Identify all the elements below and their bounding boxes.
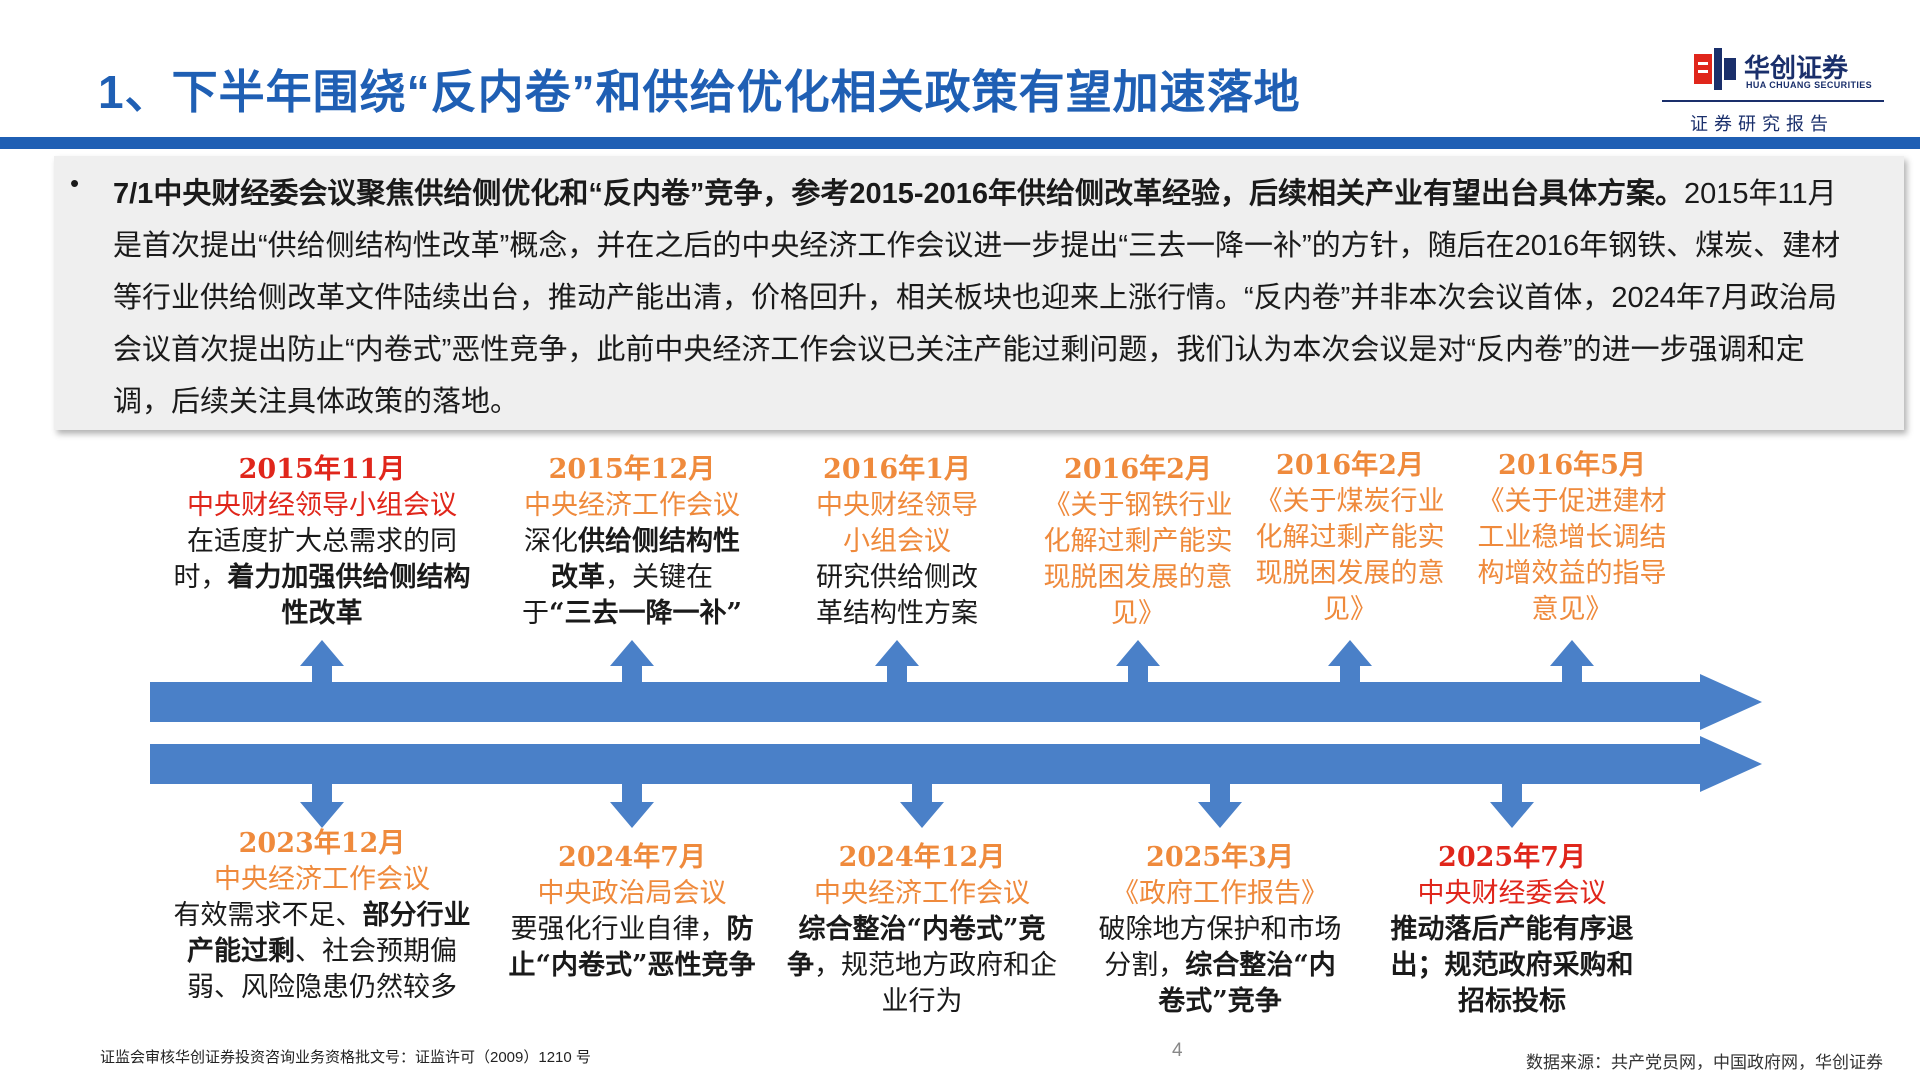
- event-description: 要强化行业自律，防止“内卷式”恶性竞争: [507, 912, 757, 984]
- up-connector-arrow-2: [610, 640, 654, 684]
- event-description-segment: ，关键在于: [521, 562, 713, 629]
- event-description-segment: 有效需求不足、: [173, 900, 363, 931]
- summary-box: [54, 156, 1904, 430]
- event-description: 综合整治“内卷式”竞争，规范地方政府和企业行为: [778, 912, 1066, 1020]
- summary-body: 2015年11月是首次提出“供给侧结构性改革”概念，并在之后的中央经济工作会议进…: [113, 178, 1841, 418]
- lower-event-5: 2025年7月中央财经委会议推动落后产能有序退出；规范政府采购和招标投标: [1387, 840, 1637, 1020]
- down-connector-arrow-3: [900, 782, 944, 828]
- event-title: 《政府工作报告》: [1112, 878, 1328, 909]
- timeline-lower-arrow: [150, 736, 1762, 792]
- event-description-segment: 研究供给侧改革结构性方案: [816, 562, 978, 629]
- upper-event-2: 2015年12月中央经济工作会议深化供给侧结构性改革，关键在于“三去一降一补”: [518, 452, 746, 632]
- event-title: 《关于煤炭行业化解过剩产能实现脱困发展的意见》: [1255, 486, 1445, 625]
- lower-event-2: 2024年7月中央政治局会议要强化行业自律，防止“内卷式”恶性竞争: [507, 840, 757, 984]
- event-description-segment: 破除地方保护和市场分割，: [1098, 914, 1342, 981]
- event-description: 推动落后产能有序退出；规范政府采购和招标投标: [1387, 912, 1637, 1020]
- event-date: 2025年3月: [1146, 842, 1294, 873]
- event-date: 2016年2月: [1276, 450, 1424, 481]
- event-title: 中央财经领导小组会议: [187, 490, 457, 521]
- summary-text: 7/1中央财经委会议聚焦供给侧优化和“反内卷”竞争，参考2015-2016年供给…: [113, 168, 1858, 428]
- event-description: 有效需求不足、部分行业产能过剩、社会预期偏弱、风险隐患仍然较多: [172, 898, 472, 1006]
- summary-lead: 7/1中央财经委会议聚焦供给侧优化和“反内卷”竞争，参考2015-2016年供给…: [113, 178, 1685, 210]
- license-note: 证监会审核华创证券投资咨询业务资格批文号：证监许可（2009）1210 号: [100, 1049, 591, 1066]
- up-connector-arrow-4: [1116, 640, 1160, 684]
- company-logo-icon: [1694, 48, 1736, 90]
- event-description-segment: 综合整治“内卷式”竞争: [787, 914, 1046, 981]
- upper-event-1: 2015年11月中央财经领导小组会议在适度扩大总需求的同时，着力加强供给侧结构性…: [172, 452, 472, 632]
- event-description-segment: “三去一降一补”: [548, 598, 743, 629]
- lower-event-1: 2023年12月中央经济工作会议有效需求不足、部分行业产能过剩、社会预期偏弱、风…: [172, 826, 472, 1006]
- event-description: 研究供给侧改革结构性方案: [803, 560, 991, 632]
- event-description-segment: ，规范地方政府和企业行为: [814, 950, 1057, 1017]
- event-title: 中央经济工作会议: [814, 878, 1030, 909]
- event-description-segment: 防止“内卷式”恶性竞争: [508, 914, 756, 981]
- upper-event-5: 2016年2月《关于煤炭行业化解过剩产能实现脱困发展的意见》: [1252, 448, 1448, 628]
- event-date: 2015年11月: [238, 454, 406, 485]
- event-title: 中央财经领导小组会议: [816, 490, 978, 557]
- event-description-segment: 在适度扩大总需求的同时，: [173, 526, 458, 593]
- event-title: 中央经济工作会议: [214, 864, 430, 895]
- lower-event-4: 2025年3月《政府工作报告》破除地方保护和市场分割，综合整治“内卷式”竞争: [1095, 840, 1345, 1020]
- event-title: 中央财经委会议: [1417, 878, 1607, 909]
- timeline-upper-arrow: [150, 674, 1762, 730]
- event-description-segment: 着力加强供给侧结构性改革: [227, 562, 471, 629]
- page-title: 1、下半年围绕“反内卷”和供给优化相关政策有望加速落地: [98, 66, 1301, 118]
- event-description-segment: 、社会预期偏弱、风险隐患仍然较多: [187, 936, 457, 1003]
- logo-divider: [1662, 100, 1884, 102]
- event-description-segment: 深化: [524, 526, 578, 557]
- event-title: 中央经济工作会议: [524, 490, 740, 521]
- up-connector-arrow-3: [875, 640, 919, 684]
- upper-event-3: 2016年1月中央财经领导小组会议研究供给侧改革结构性方案: [803, 452, 991, 632]
- up-connector-arrow-5: [1328, 640, 1372, 684]
- upper-event-6: 2016年5月《关于促进建材工业稳增长调结构增效益的指导意见》: [1474, 448, 1670, 628]
- event-date: 2016年2月: [1064, 454, 1212, 485]
- event-title: 《关于促进建材工业稳增长调结构增效益的指导意见》: [1477, 486, 1667, 625]
- report-type-label: 证券研究报告: [1690, 114, 1834, 135]
- event-description-segment: 要强化行业自律，: [510, 914, 727, 945]
- down-connector-arrow-5: [1490, 782, 1534, 828]
- event-description-segment: 推动落后产能有序退出；规范政府采购和招标投标: [1390, 914, 1634, 1017]
- event-date: 2024年12月: [838, 842, 1006, 873]
- company-logo-text: 华创证券: [1744, 53, 1849, 83]
- event-description: 破除地方保护和市场分割，综合整治“内卷式”竞争: [1095, 912, 1345, 1020]
- event-description-segment: 供给侧结构性改革: [551, 526, 740, 593]
- event-description-segment: 综合整治“内卷式”竞争: [1158, 950, 1336, 1017]
- event-description: 在适度扩大总需求的同时，着力加强供给侧结构性改革: [172, 524, 472, 632]
- event-title: 《关于钢铁行业化解过剩产能实现脱困发展的意见》: [1043, 490, 1233, 629]
- company-logo: 华创证券 HUA CHUANG SECURITIES: [1662, 46, 1902, 96]
- up-connector-arrow-1: [300, 640, 344, 684]
- page-number: 4: [1172, 1040, 1183, 1061]
- event-description-segment: 部分行业产能过剩: [187, 900, 471, 967]
- event-date: 2024年7月: [558, 842, 706, 873]
- upper-event-4: 2016年2月《关于钢铁行业化解过剩产能实现脱困发展的意见》: [1040, 452, 1236, 632]
- event-date: 2016年1月: [823, 454, 971, 485]
- down-connector-arrow-1: [300, 782, 344, 828]
- event-description: 深化供给侧结构性改革，关键在于“三去一降一补”: [518, 524, 746, 632]
- up-connector-arrow-6: [1550, 640, 1594, 684]
- down-connector-arrow-4: [1198, 782, 1242, 828]
- event-date: 2015年12月: [548, 454, 716, 485]
- data-source-note: 数据来源：共产党员网，中国政府网，华创证券: [1526, 1053, 1883, 1072]
- event-date: 2023年12月: [238, 828, 406, 859]
- company-logo-subtext: HUA CHUANG SECURITIES: [1746, 80, 1873, 90]
- event-date: 2016年5月: [1498, 450, 1646, 481]
- header-divider-bar: [0, 137, 1920, 149]
- summary-bullet: •: [70, 168, 80, 198]
- down-connector-arrow-2: [610, 782, 654, 828]
- event-date: 2025年7月: [1438, 842, 1586, 873]
- lower-event-3: 2024年12月中央经济工作会议综合整治“内卷式”竞争，规范地方政府和企业行为: [778, 840, 1066, 1020]
- event-title: 中央政治局会议: [537, 878, 727, 909]
